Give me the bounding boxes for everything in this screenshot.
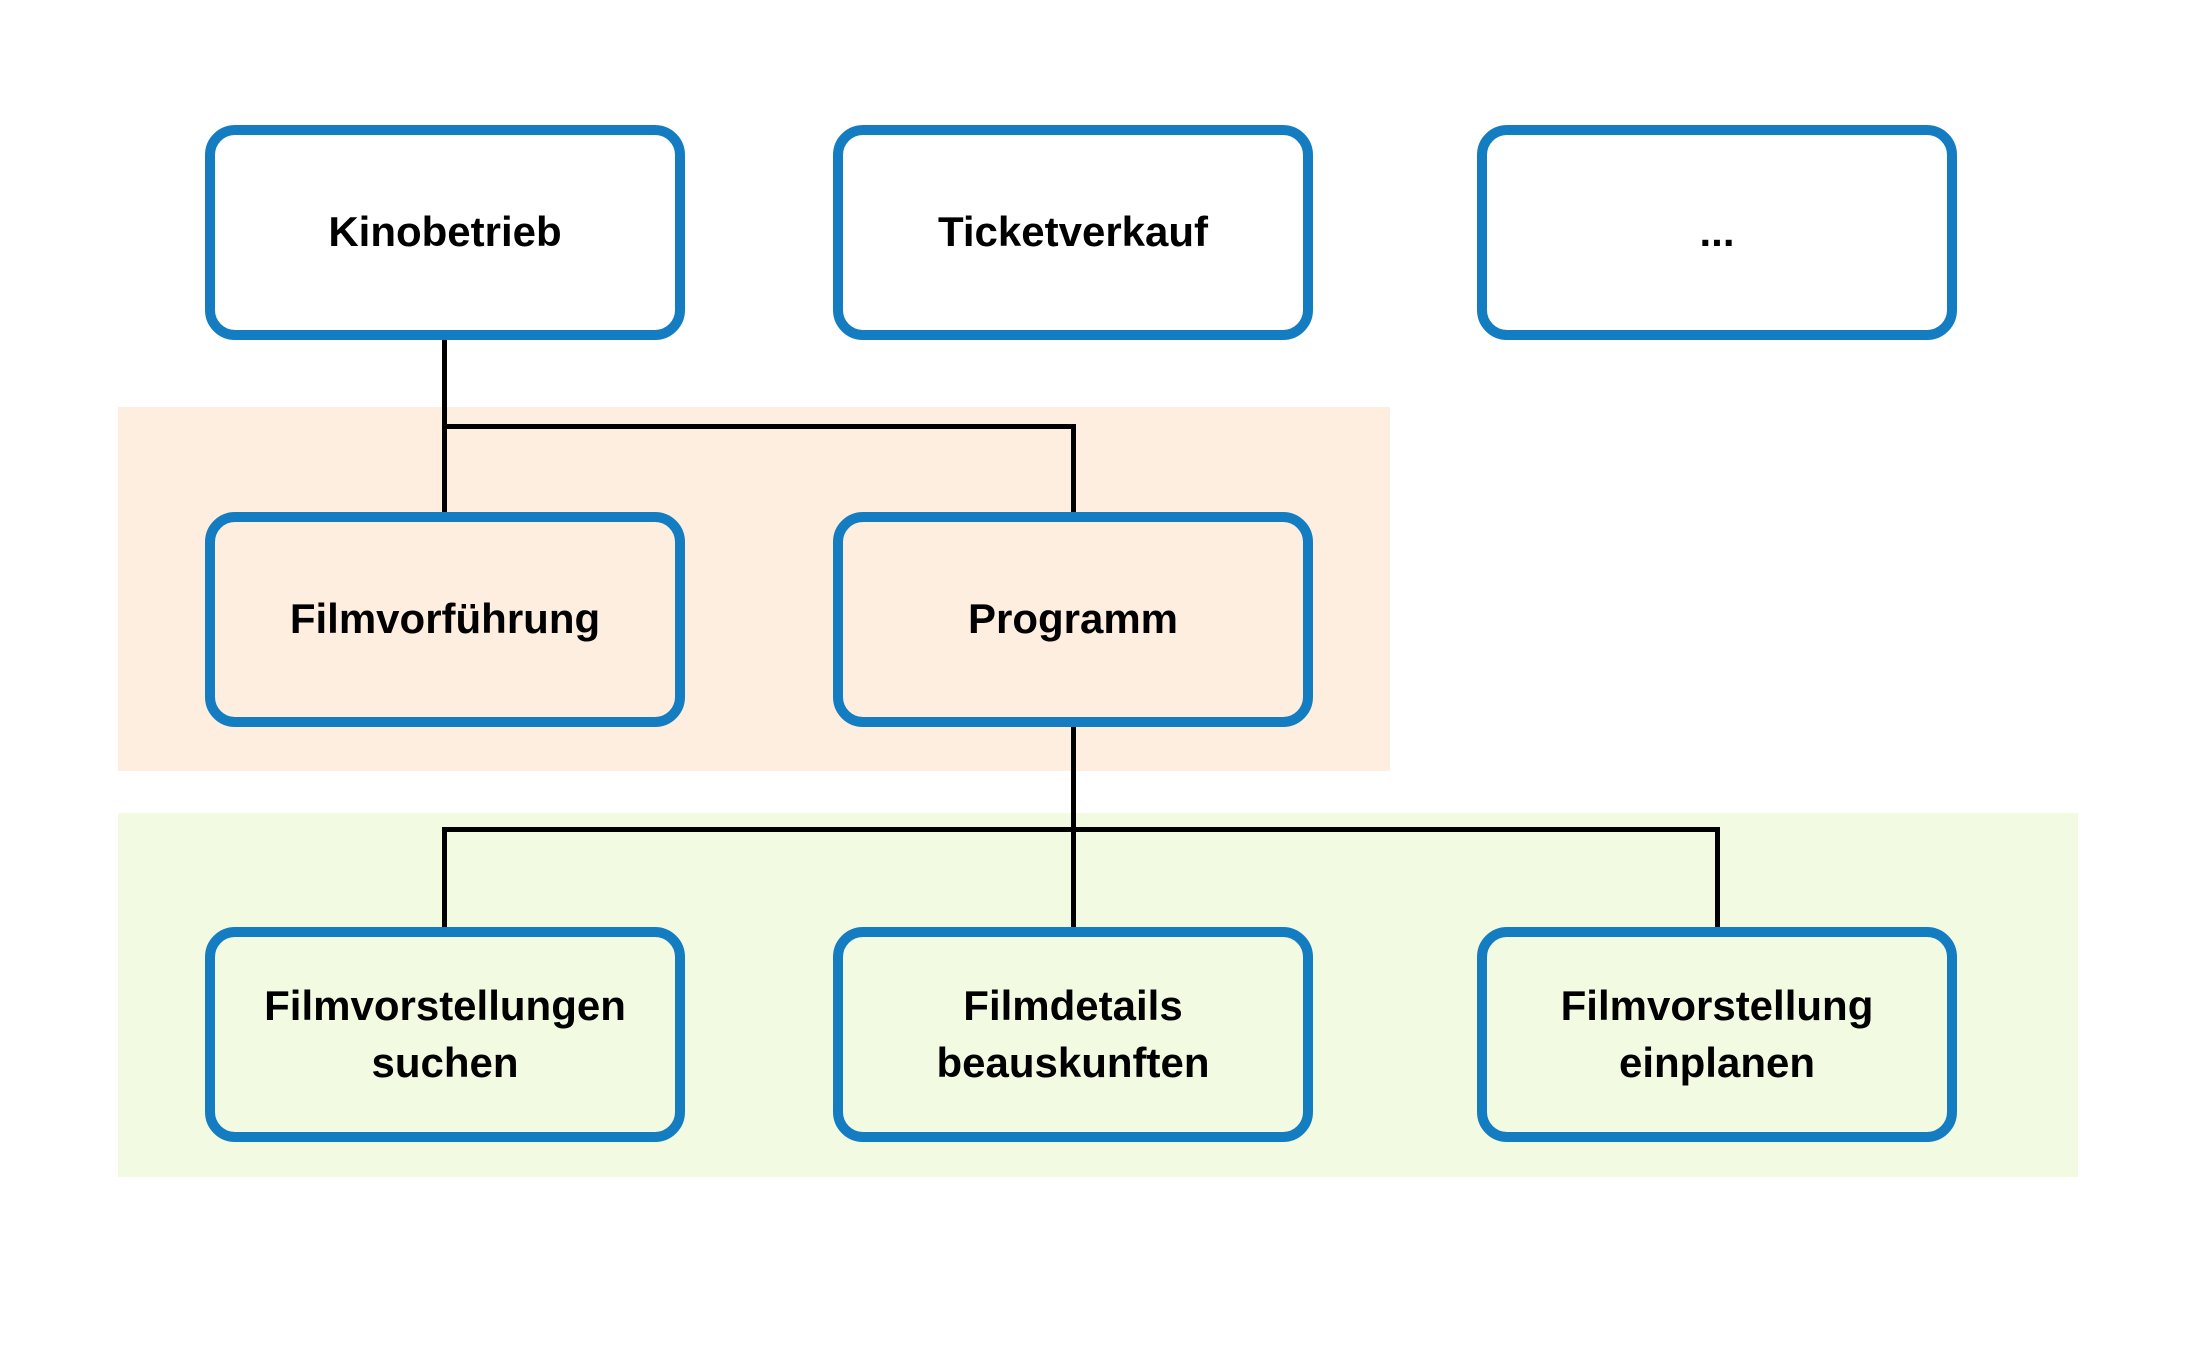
connector-suchen-top <box>442 827 447 927</box>
node-filmdetails-beauskunften: Filmdetails beauskunften <box>833 927 1313 1142</box>
node-kinobetrieb: Kinobetrieb <box>205 125 685 340</box>
connector-level3-horizontal <box>442 827 1720 832</box>
node-ticketverkauf-label: Ticketverkauf <box>937 208 1209 256</box>
node-filmvorfuehrung: Filmvorführung <box>205 512 685 727</box>
node-filmvorstellung-einplanen: Filmvorstellung einplanen <box>1477 927 1957 1142</box>
node-ellipsis: ... <box>1477 125 1957 340</box>
node-programm-label: Programm <box>967 595 1179 643</box>
node-kinobetrieb-label: Kinobetrieb <box>328 208 562 256</box>
node-programm: Programm <box>833 512 1313 727</box>
node-filmvorstellungen-suchen: Filmvorstellungen suchen <box>205 927 685 1142</box>
node-ticketverkauf: Ticketverkauf <box>833 125 1313 340</box>
node-filmvorstellung-einplanen-label: Filmvorstellung einplanen <box>1560 981 1874 1086</box>
connector-einplanen-top <box>1715 827 1720 927</box>
node-filmdetails-beauskunften-label: Filmdetails beauskunften <box>936 981 1210 1086</box>
node-filmvorstellungen-suchen-label: Filmvorstellungen suchen <box>264 981 626 1086</box>
node-filmvorfuehrung-label: Filmvorführung <box>289 595 601 643</box>
connector-level2-horizontal <box>442 424 1076 429</box>
node-ellipsis-label: ... <box>1699 208 1735 256</box>
connector-programm-top <box>1071 424 1076 512</box>
